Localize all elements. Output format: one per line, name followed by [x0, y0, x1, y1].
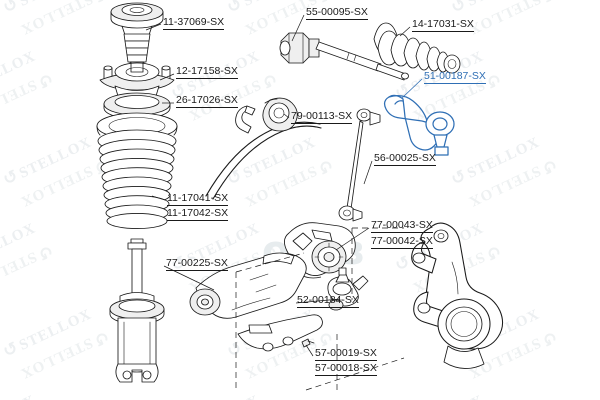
part-79-00113-SX: [262, 97, 298, 132]
stabiliser-bar-group: [205, 97, 322, 200]
part-label-stabiliser-bar-bush[interactable]: 79-00113-SX: [291, 110, 353, 124]
part-14-17031-SX: [373, 22, 461, 74]
strut-body: [109, 238, 165, 383]
part-26-17026-SX: [103, 92, 171, 120]
part-label-lower-ball-joint[interactable]: 52-00184-SX: [297, 294, 359, 308]
part-label-ball-joint-bolt-upper[interactable]: 57-00019-SX: [315, 347, 377, 361]
part-51-00187-SX: [383, 94, 455, 156]
part-label-strut-boot-lower[interactable]: 11-17042-SX: [167, 207, 229, 221]
part-label-control-arm-bush[interactable]: 77-00225-SX: [166, 257, 228, 271]
steering-knuckle: [411, 222, 504, 369]
part-56-00025-SX: [338, 108, 381, 222]
part-label-strut-boot-upper[interactable]: 11-17041-SX: [167, 192, 229, 206]
part-77-00225-SX: [189, 252, 323, 352]
part-label-strut-top-mount[interactable]: 12-17158-SX: [176, 65, 238, 79]
part-label-steering-rack-boot[interactable]: 14-17031-SX: [412, 18, 474, 32]
assembly-guide-lines: [235, 227, 405, 391]
part-55-00095-SX: [279, 32, 409, 81]
part-label-stabiliser-link[interactable]: 56-00025-SX: [374, 152, 436, 166]
part-label-steering-inner-tie-rod[interactable]: 55-00095-SX: [306, 6, 368, 20]
stabiliser-bracket: [235, 105, 256, 134]
part-11-17041-SX-boot: [96, 112, 178, 230]
part-11-37069-SX: [110, 2, 164, 73]
part-label-ball-joint-bolt-lower[interactable]: 57-00018-SX: [315, 362, 377, 376]
part-label-control-arm-bush-rear[interactable]: 77-00042-SX: [371, 235, 433, 249]
part-label-strut-mount-spring-seat[interactable]: 26-17026-SX: [176, 94, 238, 108]
part-57-00019-SX: [301, 338, 315, 348]
part-label-strut-mount-bearing[interactable]: 11-37069-SX: [163, 16, 225, 30]
part-label-control-arm-bush-front[interactable]: 77-00043-SX: [371, 219, 433, 233]
strut-assembly-group: [96, 2, 178, 383]
part-label-outer-tie-rod-end[interactable]: 51-00187-SX: [424, 70, 486, 84]
